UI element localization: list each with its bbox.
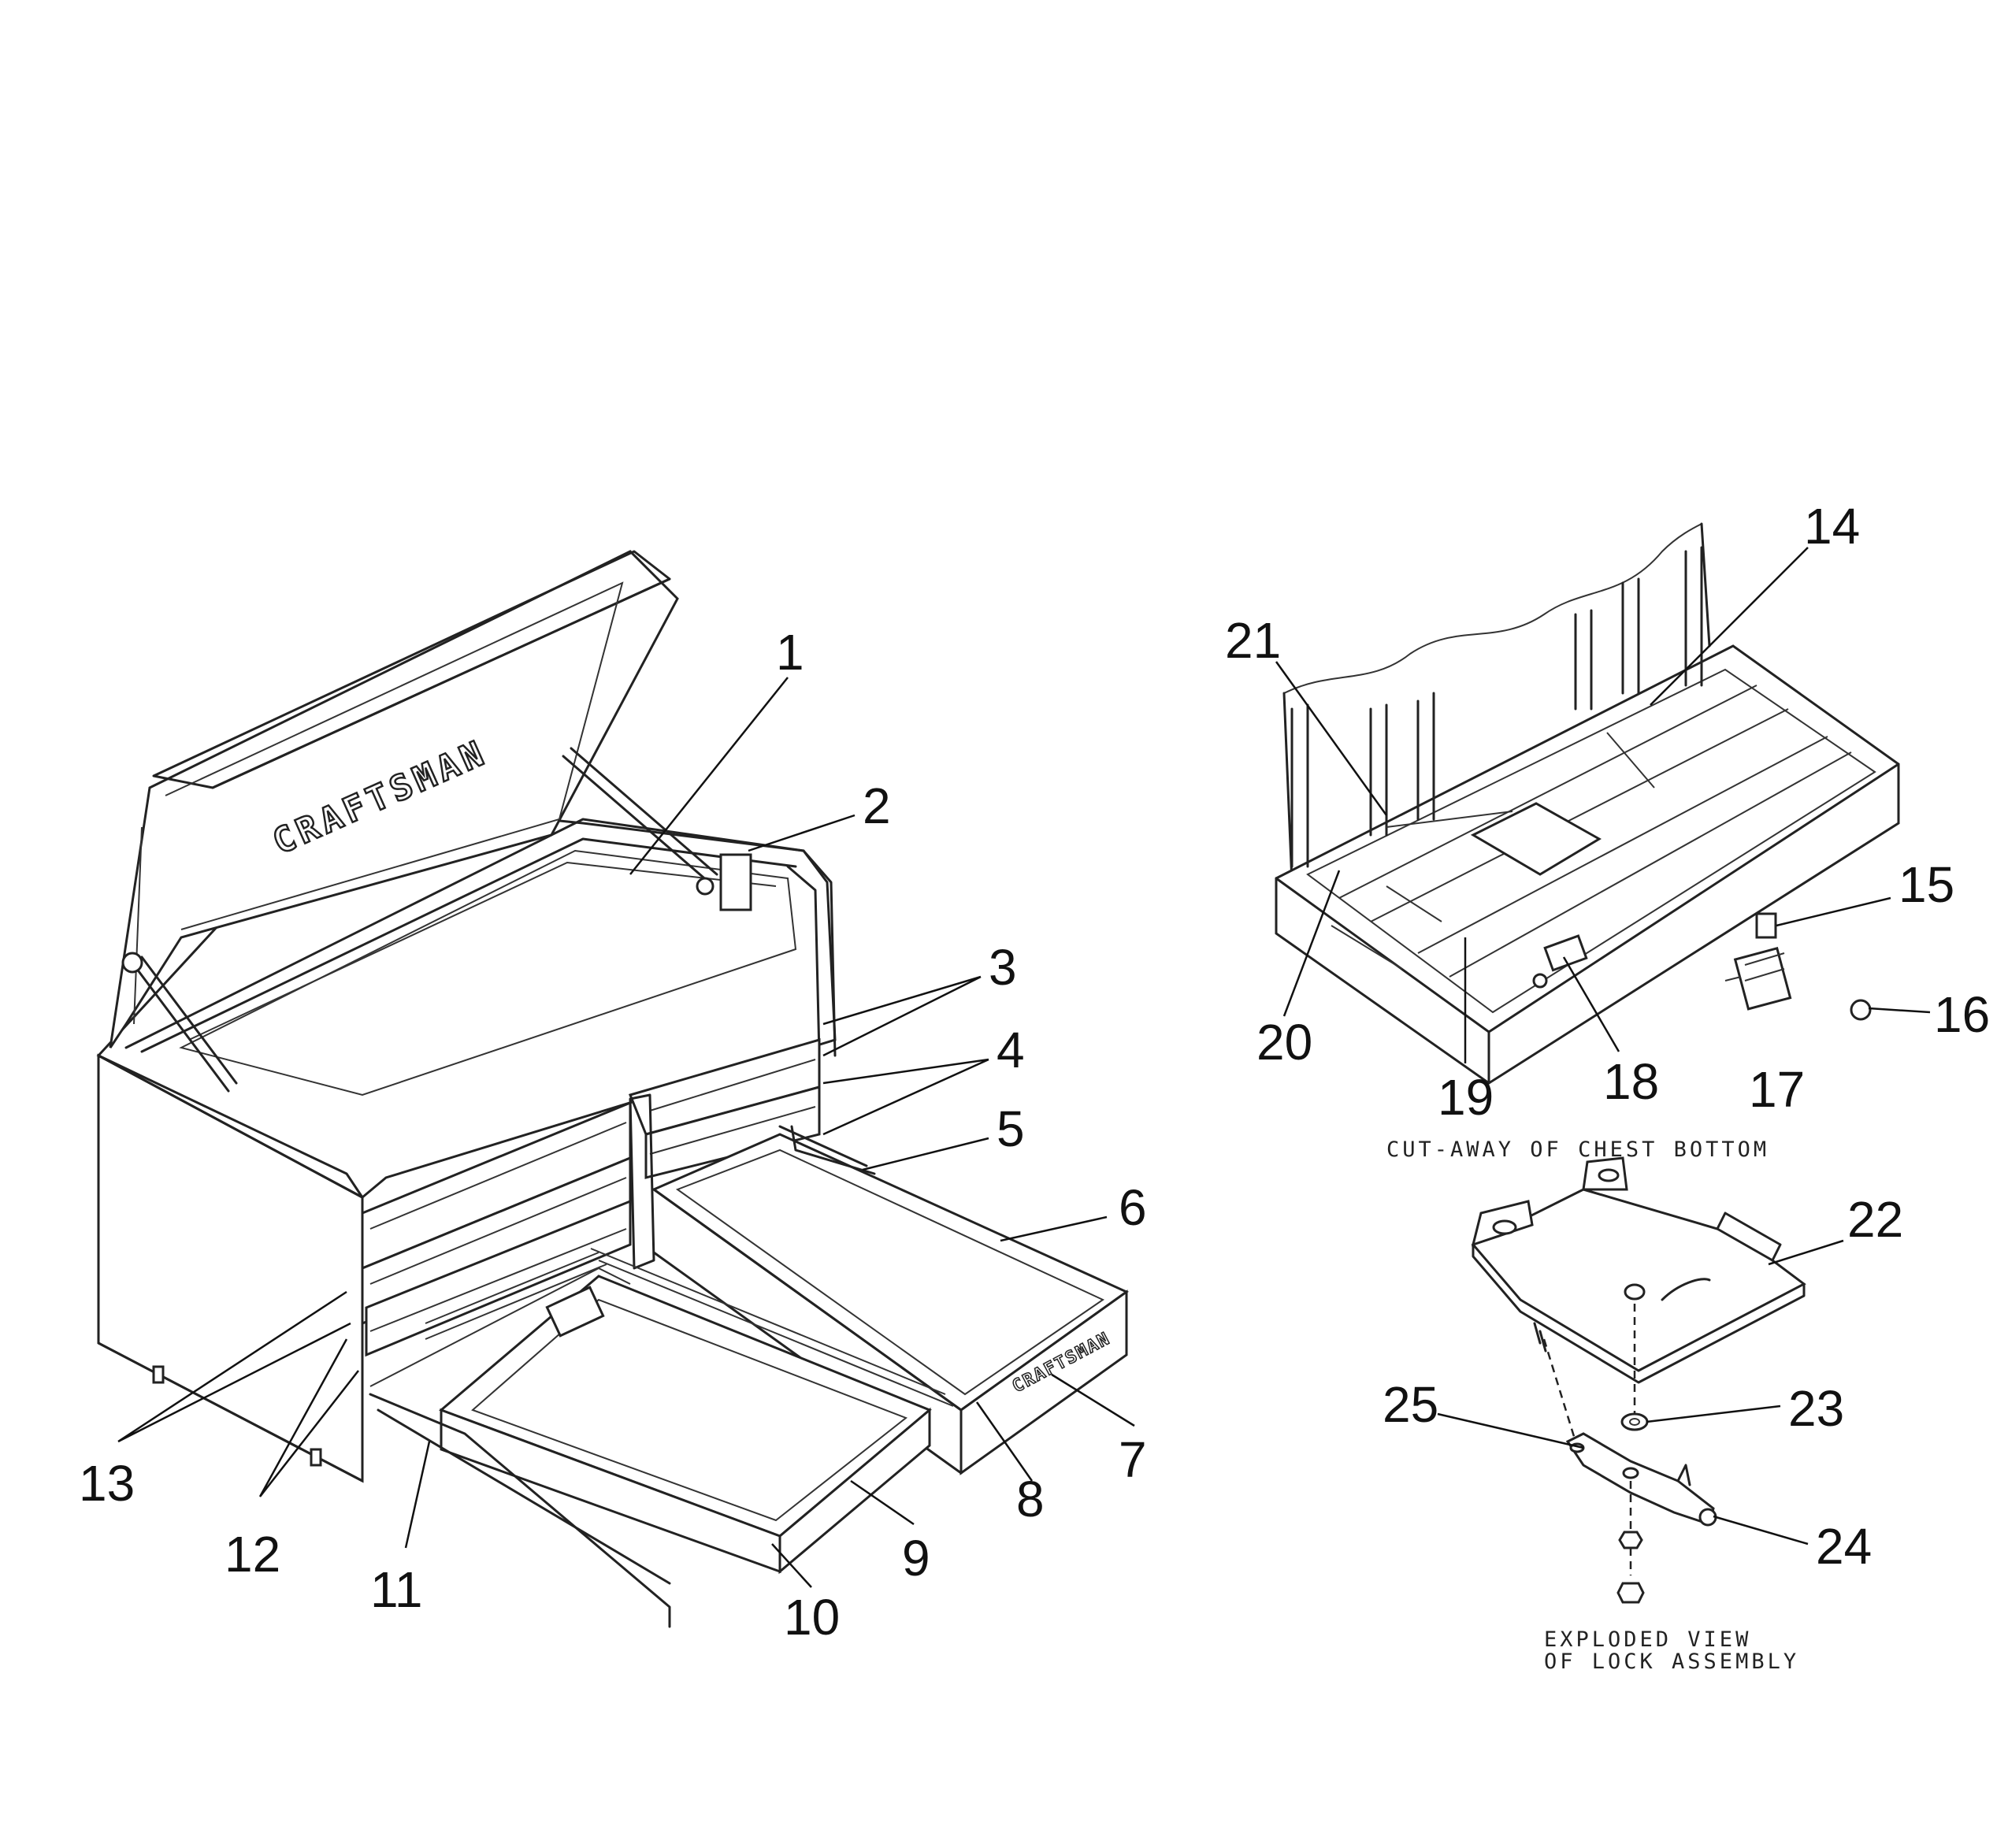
- callout-24: 24: [1816, 1518, 1872, 1575]
- callout-1: 1: [776, 624, 804, 681]
- tool-chest: CRAFTSMAN CRAFTSMAN: [96, 550, 1129, 1628]
- callout-19: 19: [1438, 1069, 1494, 1126]
- lock-assembly-exploded: [1471, 1156, 1806, 1604]
- callout-20: 20: [1256, 1014, 1312, 1071]
- captions: CUT-AWAY OF CHEST BOTTOM EXPLODED VIEW O…: [1386, 1137, 1799, 1674]
- caption-lock-line-1: EXPLODED VIEW: [1544, 1627, 1751, 1652]
- callout-25: 25: [1383, 1376, 1438, 1433]
- caption-lock-line-2: OF LOCK ASSEMBLY: [1544, 1649, 1799, 1674]
- chest-bottom-cutaway: [1275, 522, 1900, 1085]
- callout-12: 12: [225, 1526, 280, 1583]
- callout-17: 17: [1749, 1061, 1805, 1118]
- callout-16: 16: [1934, 986, 1990, 1043]
- callout-3: 3: [989, 939, 1017, 996]
- callout-11: 11: [370, 1561, 422, 1618]
- callout-23: 23: [1788, 1380, 1844, 1437]
- callout-labels: 1 2 3 4 5 6 7 8 9 10 11 12 13 14 15 16 1…: [79, 498, 1990, 1646]
- callout-5: 5: [997, 1100, 1025, 1157]
- callout-4: 4: [997, 1022, 1025, 1078]
- callout-14: 14: [1804, 498, 1860, 555]
- drawer-bank: [361, 1038, 821, 1357]
- callout-22: 22: [1847, 1191, 1903, 1248]
- callout-7: 7: [1119, 1431, 1147, 1488]
- callout-2: 2: [863, 777, 891, 834]
- callout-10: 10: [784, 1589, 840, 1646]
- callout-6: 6: [1119, 1179, 1147, 1236]
- callout-18: 18: [1603, 1053, 1659, 1110]
- callout-21: 21: [1225, 612, 1281, 669]
- caption-chest-bottom: CUT-AWAY OF CHEST BOTTOM: [1386, 1137, 1769, 1162]
- callout-15: 15: [1899, 856, 1954, 913]
- leader-lines: [117, 547, 1931, 1588]
- open-drawer-upper: CRAFTSMAN: [651, 1125, 1129, 1475]
- callout-9: 9: [902, 1530, 930, 1586]
- open-drawer-lower: [369, 1267, 932, 1628]
- callout-13: 13: [79, 1455, 135, 1512]
- callout-8: 8: [1016, 1471, 1045, 1527]
